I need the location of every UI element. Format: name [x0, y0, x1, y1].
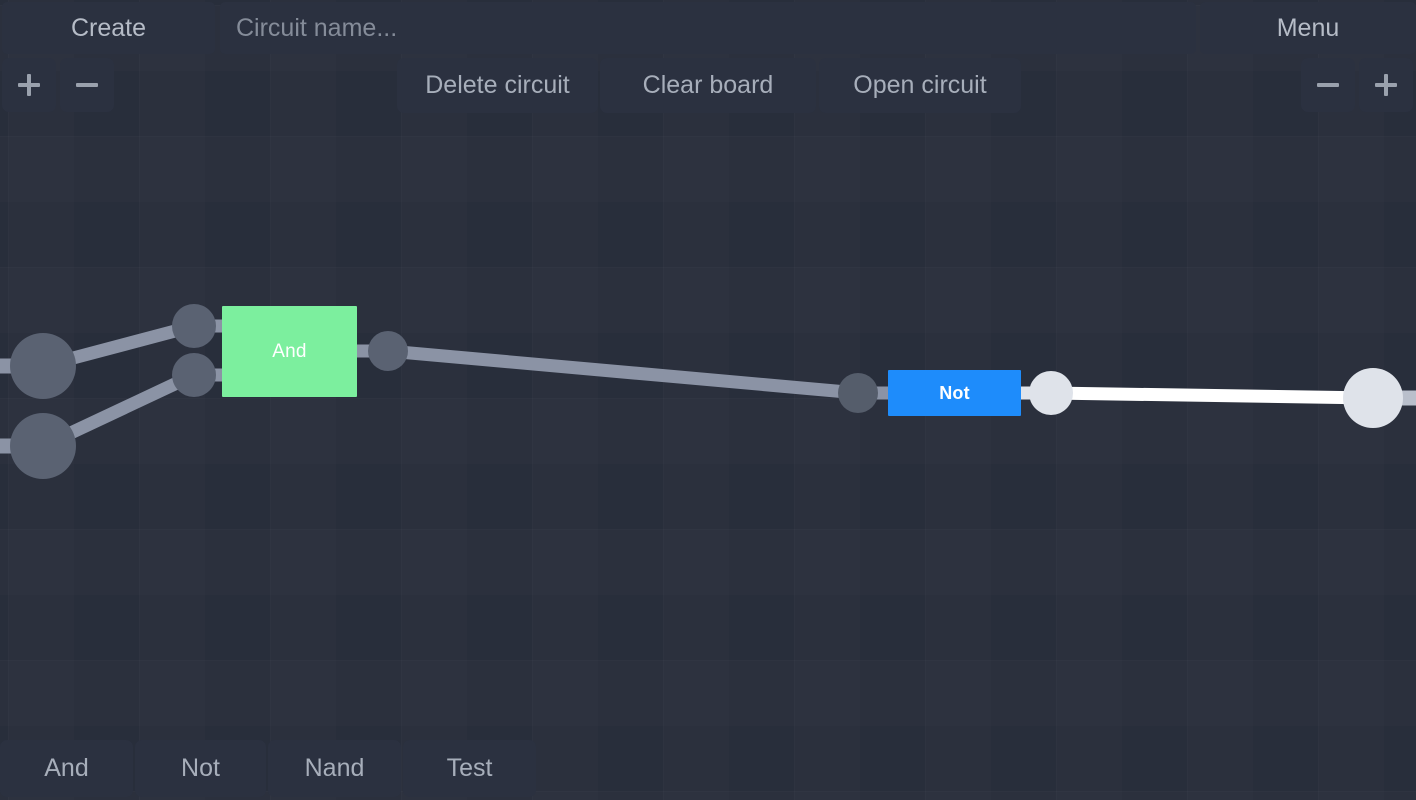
top-toolbar-primary: Create Menu [0, 0, 1416, 54]
node-and-output[interactable] [368, 331, 408, 371]
minus-icon [74, 72, 100, 98]
menu-button[interactable]: Menu [1200, 2, 1416, 54]
palette-gate-not[interactable]: Not [135, 740, 266, 797]
gate-palette-toolbar: And Not Nand Test [0, 738, 1416, 800]
gate-not[interactable]: Not [888, 370, 1021, 416]
node-not-input[interactable] [838, 373, 878, 413]
zoom-out-left-button[interactable] [60, 58, 114, 112]
gate-not-label: Not [939, 382, 970, 403]
node-output-sink[interactable] [1343, 368, 1403, 428]
create-button[interactable]: Create [2, 2, 215, 54]
gate-and[interactable]: And [222, 306, 357, 397]
plus-icon [1373, 72, 1399, 98]
zoom-out-right-button[interactable] [1301, 58, 1355, 112]
clear-board-button[interactable]: Clear board [600, 58, 816, 113]
node-and-input-1[interactable] [172, 304, 216, 348]
node-not-output[interactable] [1029, 371, 1073, 415]
palette-gate-nand[interactable]: Nand [268, 740, 401, 797]
top-toolbar-secondary: Delete circuit Clear board Open circuit [0, 56, 1416, 113]
circuit-name-input[interactable] [220, 2, 1196, 54]
open-circuit-button[interactable]: Open circuit [819, 58, 1021, 113]
gate-and-label: And [272, 340, 307, 362]
palette-gate-test[interactable]: Test [403, 740, 536, 797]
zoom-in-left-button[interactable] [2, 58, 56, 112]
plus-icon [16, 72, 42, 98]
node-input-b[interactable] [10, 413, 76, 479]
palette-gate-and[interactable]: And [0, 740, 133, 797]
minus-icon [1315, 72, 1341, 98]
zoom-in-right-button[interactable] [1359, 58, 1413, 112]
delete-circuit-button[interactable]: Delete circuit [397, 58, 598, 113]
node-and-input-2[interactable] [172, 353, 216, 397]
node-input-a[interactable] [10, 333, 76, 399]
